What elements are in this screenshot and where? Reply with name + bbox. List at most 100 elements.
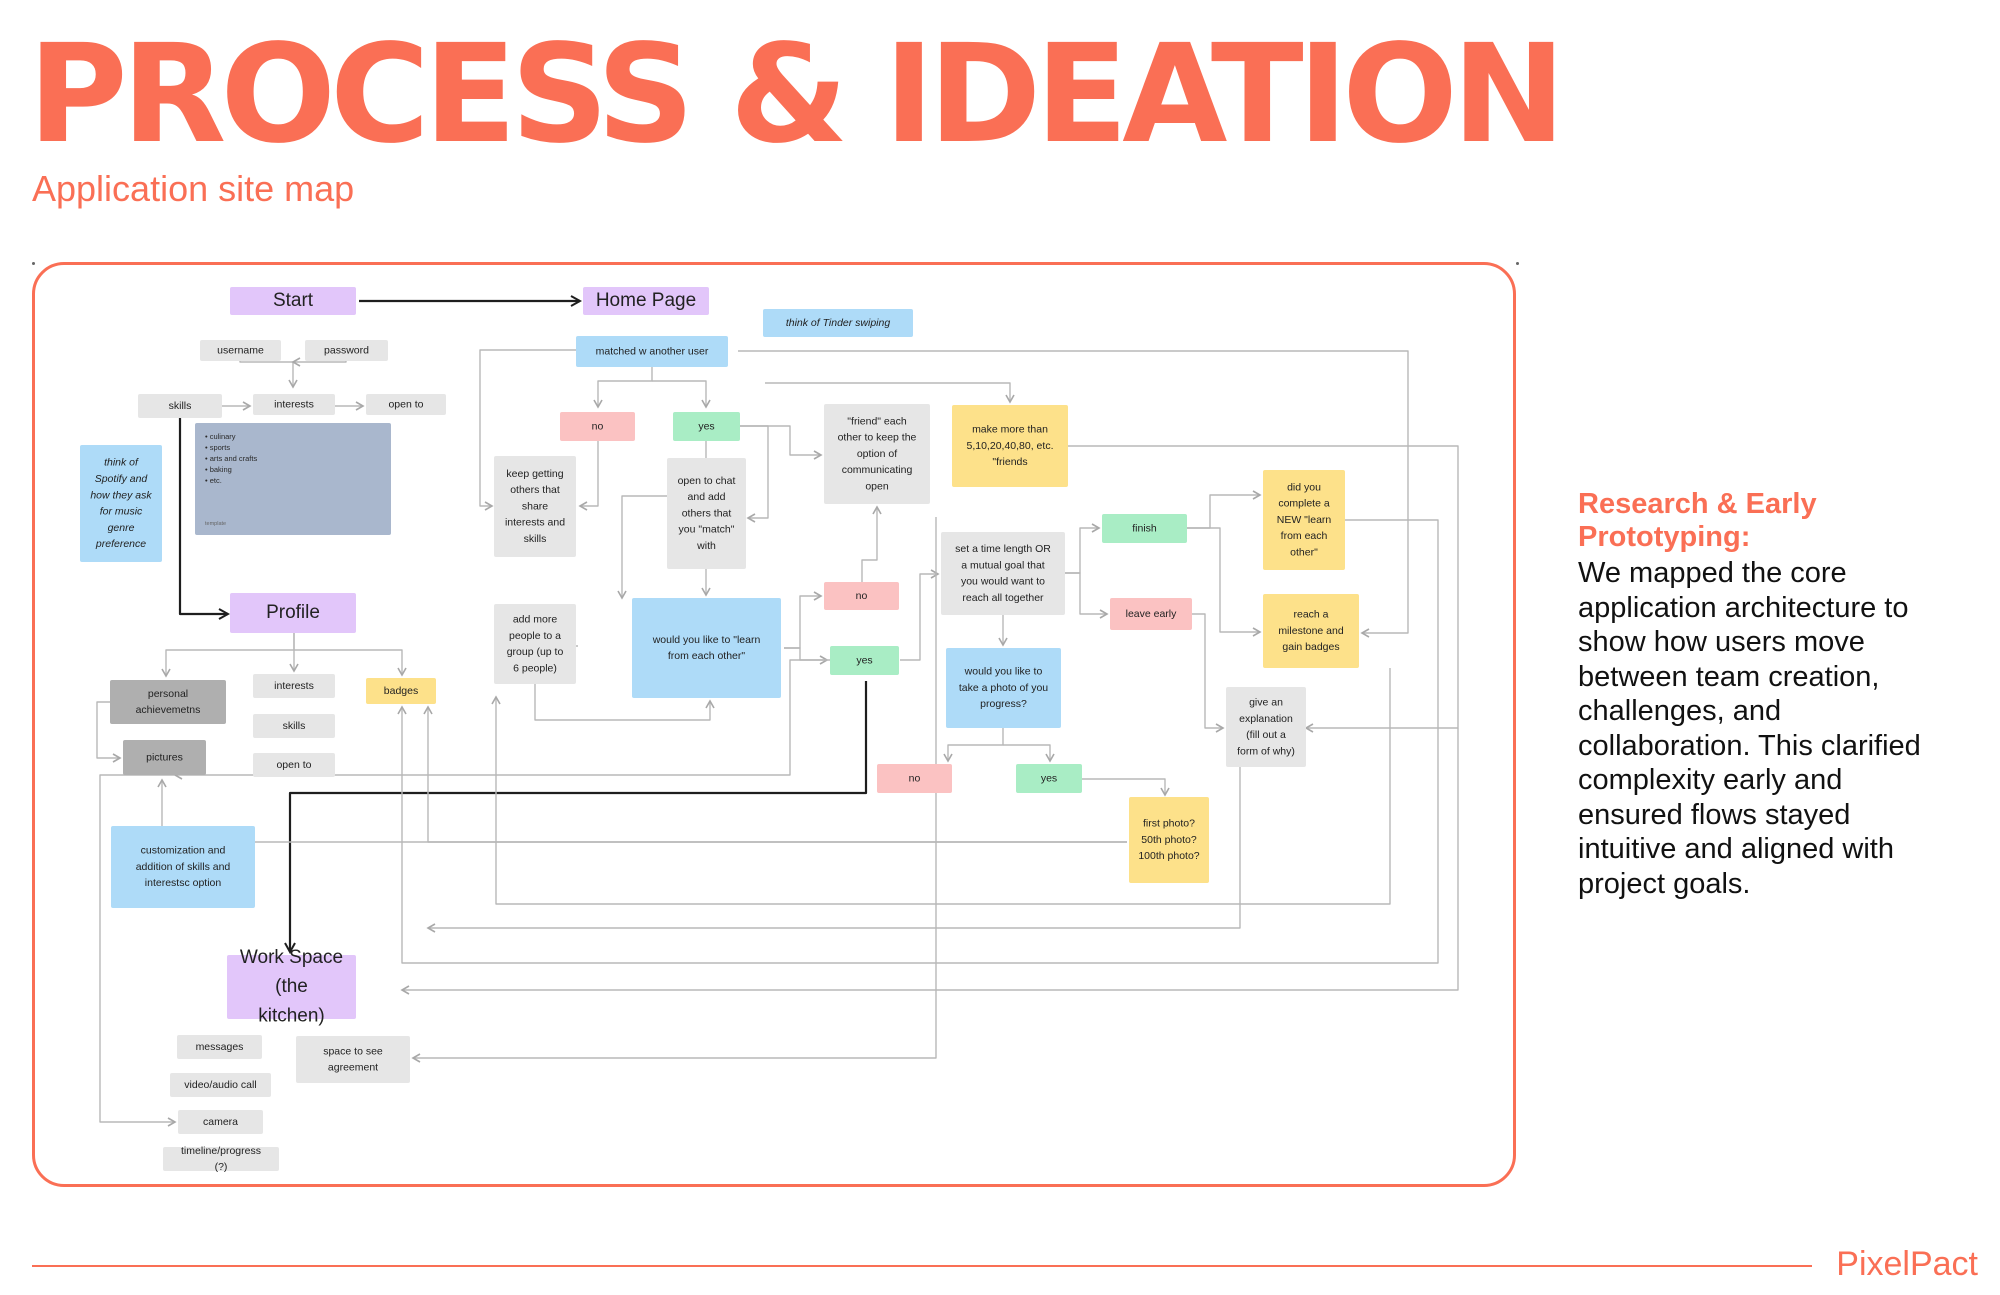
- node-label: timeline/progress(?): [181, 1145, 261, 1173]
- flow-connector: [943, 728, 1004, 763]
- flow-connector: [740, 425, 823, 460]
- node-label: Start: [273, 290, 314, 311]
- flow-connector: [411, 517, 937, 1063]
- node-open-to-p: open to: [253, 753, 335, 777]
- node-label: messages: [196, 1041, 244, 1053]
- flow-connector: [1082, 778, 1170, 797]
- frame-corner-marker: [1516, 262, 1519, 265]
- flow-connector: [1187, 527, 1262, 637]
- node-interests-p: interests: [253, 674, 335, 698]
- primary-flow-arrow: [290, 681, 868, 952]
- node-label: leave early: [1126, 608, 1178, 620]
- node-pictures: pictures: [123, 740, 206, 775]
- node-profile: Profile: [230, 593, 356, 633]
- interest-list-item: • culinary: [205, 432, 236, 441]
- node-video: video/audio call: [170, 1073, 271, 1097]
- node-label: no: [856, 590, 868, 602]
- node-label: skills: [169, 400, 192, 412]
- node-badges: badges: [366, 678, 436, 704]
- footer-divider: [32, 1265, 1812, 1267]
- node-label: Home Page: [596, 290, 696, 311]
- frame-corner-marker: [32, 262, 35, 265]
- node-leave: leave early: [1110, 598, 1192, 630]
- flow-connector: [491, 668, 1391, 905]
- flow-connector: [765, 382, 1015, 404]
- flow-connector: [861, 505, 882, 582]
- node-label: interests: [274, 398, 314, 410]
- node-label: no: [909, 772, 921, 784]
- node-label: matched w another user: [596, 345, 709, 357]
- node-yes3: yes: [1016, 764, 1082, 793]
- flow-connector: [294, 649, 407, 677]
- node-label: open to: [388, 398, 423, 410]
- flow-connector: [426, 728, 1241, 933]
- flow-connector: [157, 778, 1127, 843]
- interest-list-item: • sports: [205, 443, 230, 452]
- page-subtitle: Application site map: [32, 168, 355, 209]
- node-no2: no: [824, 582, 899, 610]
- flow-connector: [1065, 572, 1109, 619]
- node-label: yes: [856, 654, 872, 666]
- flow-connector: [1065, 523, 1101, 574]
- node-timeline: timeline/progress(?): [163, 1145, 279, 1173]
- flow-connector: [1187, 490, 1262, 529]
- node-label: skills: [283, 720, 306, 732]
- flow-connector: [479, 349, 580, 511]
- node-label: think of Tinder swiping: [786, 317, 891, 329]
- sitemap-frame: [32, 262, 1516, 1187]
- flow-connector: [784, 647, 829, 665]
- interest-list-item: • arts and crafts: [205, 454, 257, 463]
- node-skills-top: skills: [138, 394, 222, 418]
- interest-list-item: • baking: [205, 465, 232, 474]
- flow-connector: [784, 591, 823, 649]
- flow-connector: [96, 701, 122, 763]
- node-label: camera: [203, 1116, 238, 1128]
- flow-connector: [738, 350, 1409, 638]
- flow-connector: [400, 728, 1459, 995]
- node-no1: no: [560, 412, 635, 441]
- node-finish: finish: [1102, 514, 1187, 543]
- node-messages: messages: [177, 1035, 262, 1059]
- flow-connector: [1003, 744, 1055, 763]
- connector-lines: [96, 301, 1459, 1127]
- node-label: yes: [1041, 772, 1057, 784]
- node-matched: matched w another user: [576, 336, 728, 367]
- flow-connector: [740, 425, 769, 523]
- flow-connector: [900, 569, 940, 661]
- node-label: finish: [1132, 522, 1157, 534]
- flow-connector: [578, 441, 599, 511]
- flow-connector: [1192, 613, 1225, 733]
- sidebar-description: We mapped the core application architect…: [1578, 557, 1921, 900]
- flow-connector: [397, 519, 1439, 964]
- node-label: pictures: [146, 751, 183, 763]
- node-no3: no: [877, 764, 952, 793]
- node-interests-top: interests: [253, 394, 335, 415]
- node-label: open to: [276, 759, 311, 771]
- node-yes1: yes: [673, 412, 740, 441]
